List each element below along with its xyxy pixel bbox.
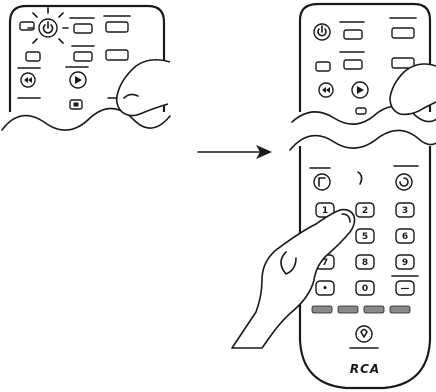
svg-text:7: 7 <box>322 258 328 268</box>
svg-text:—: — <box>401 284 410 294</box>
hand-pressing-keypad <box>231 208 356 349</box>
left-finger <box>115 58 171 117</box>
key-8: 8 <box>355 254 375 270</box>
right-top-finger <box>389 63 436 116</box>
right-lower-cut-edge <box>289 129 436 151</box>
svg-text:6: 6 <box>402 232 408 242</box>
svg-text:0: 0 <box>362 284 368 294</box>
key-0: 0 <box>355 280 375 296</box>
bottom-round-button <box>355 325 373 343</box>
hand-knuckle <box>280 251 297 275</box>
flash-lines <box>27 7 69 44</box>
right-remote-top <box>291 2 436 125</box>
brand-logo: RCA <box>350 362 380 376</box>
key-dot: • <box>315 280 335 296</box>
svg-text:2: 2 <box>362 206 368 216</box>
left-btn-c <box>105 21 129 33</box>
right-top-cut-edge <box>291 105 436 125</box>
rewind-icon <box>24 77 32 83</box>
color-keys <box>311 305 411 314</box>
key-5: 5 <box>355 228 375 244</box>
left-btn-d <box>25 51 41 62</box>
left-btn-b <box>73 23 93 34</box>
stop-icon <box>73 102 79 107</box>
right-remote-lower: 1 2 3 4 5 6 7 8 9 • 0 — RCA <box>231 129 436 390</box>
key-dash: — <box>395 280 415 296</box>
svg-text:9: 9 <box>402 258 408 268</box>
key-2: 2 <box>355 202 375 218</box>
key-3: 3 <box>395 202 415 218</box>
play-icon <box>75 76 82 84</box>
arrow-right-icon <box>197 145 272 159</box>
left-btn-e <box>73 51 93 62</box>
left-remote-top <box>1 4 171 131</box>
svg-text:8: 8 <box>362 258 368 268</box>
key-6: 6 <box>395 228 415 244</box>
power-icon <box>42 21 54 34</box>
key-9: 9 <box>395 254 415 270</box>
svg-text:3: 3 <box>402 206 408 216</box>
left-cut-edge <box>1 107 171 131</box>
svg-text:1: 1 <box>322 206 328 216</box>
svg-text:5: 5 <box>362 232 368 242</box>
left-btn-f <box>105 49 129 61</box>
hand-nail <box>341 213 351 223</box>
svg-text:•: • <box>322 284 328 294</box>
